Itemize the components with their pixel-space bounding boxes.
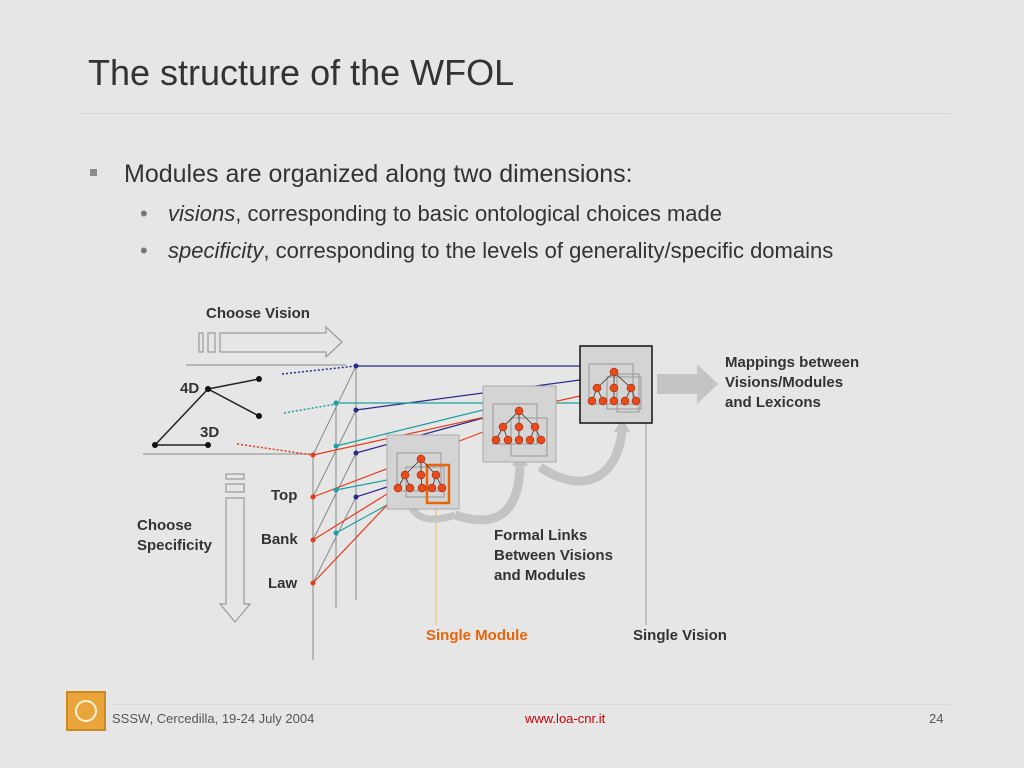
sub-bullet-marker: • xyxy=(140,238,148,263)
choose-specificity-label: Choose Specificity xyxy=(137,517,213,554)
choose-vision-arrow-icon xyxy=(198,325,343,359)
square-bullet-icon xyxy=(90,169,97,176)
sub-bullet-text: visions, corresponding to basic ontologi… xyxy=(168,201,722,227)
loa-logo-icon xyxy=(66,691,106,731)
title-divider xyxy=(80,113,950,114)
sub-bullet-term: specificity xyxy=(168,238,264,263)
sub-bullet-rest: , corresponding to the levels of general… xyxy=(263,238,834,263)
level-bank-label: Bank xyxy=(261,531,298,548)
module-box xyxy=(482,385,557,463)
sub-bullet-rest: , corresponding to basic ontological cho… xyxy=(235,201,722,226)
formal-links-label: Formal Links Between Visions and Modules xyxy=(494,527,613,584)
mappings-arrow-icon xyxy=(657,364,718,404)
footer-divider xyxy=(110,704,950,705)
choose-vision-label: Choose Vision xyxy=(206,305,310,322)
footer-event: SSSW, Cercedilla, 19-24 July 2004 xyxy=(112,711,315,726)
vision-box xyxy=(579,345,653,424)
single-module-label: Single Module xyxy=(426,627,528,644)
sub-bullet-marker: • xyxy=(140,201,148,226)
page-number: 24 xyxy=(929,711,944,726)
vision-graph-icon xyxy=(152,376,262,448)
main-bullet-text: Modules are organized along two dimensio… xyxy=(124,160,633,188)
footer-url[interactable]: www.loa-cnr.it xyxy=(525,711,606,726)
label-4d: 4D xyxy=(180,380,200,397)
slide-title: The structure of the WFOL xyxy=(88,52,515,93)
level-top-label: Top xyxy=(271,487,298,504)
mappings-label: Mappings between Visions/Modules and Lex… xyxy=(725,354,860,411)
level-law-label: Law xyxy=(268,575,298,592)
sub-bullet-text: specificity, corresponding to the levels… xyxy=(168,238,833,264)
module-box xyxy=(386,434,460,510)
sub-bullet-term: visions xyxy=(168,201,236,226)
choose-specificity-arrow-icon xyxy=(218,473,252,623)
label-3d: 3D xyxy=(200,424,220,441)
single-vision-label: Single Vision xyxy=(633,627,727,644)
